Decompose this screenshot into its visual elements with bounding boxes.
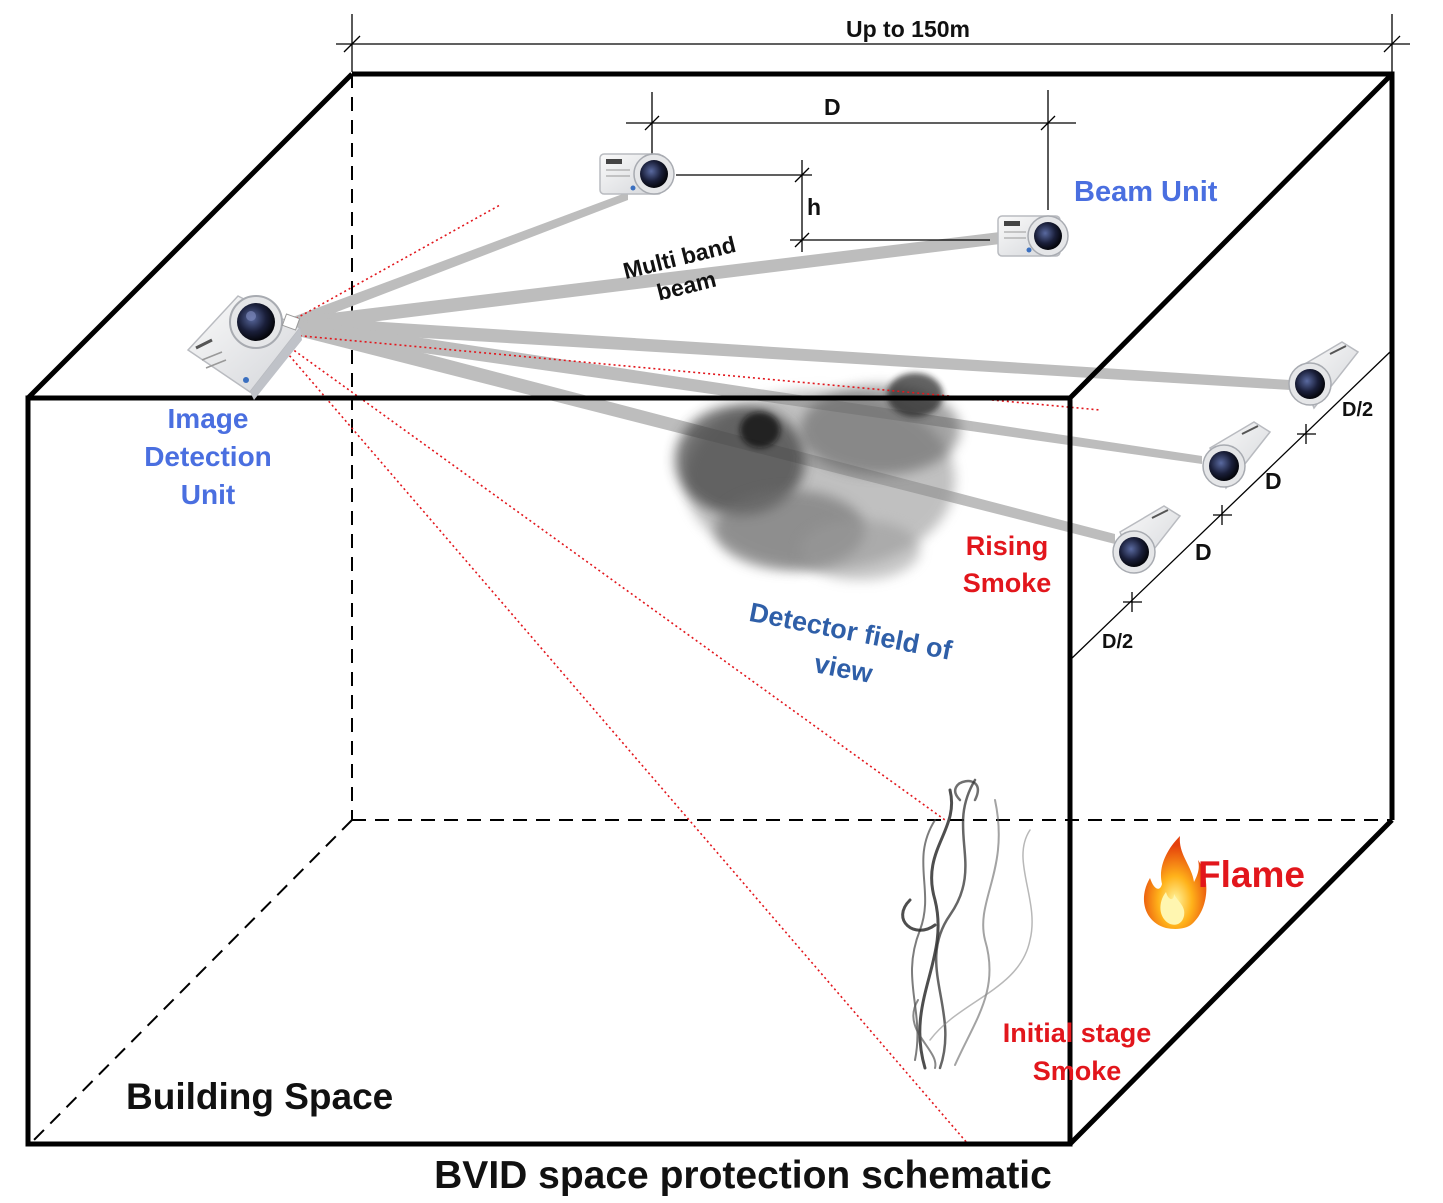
side-d-half-top-label: D/2 bbox=[1342, 399, 1374, 421]
beam-unit-side-3-icon bbox=[1112, 505, 1182, 574]
hidden-edges bbox=[27, 74, 1392, 1147]
beam-unit-top-left-icon bbox=[599, 153, 675, 195]
beam-unit-label: Beam Unit bbox=[1074, 176, 1218, 208]
side-d-1-label: D bbox=[1265, 468, 1282, 494]
initial-stage-smoke-label: Initial stage Smoke bbox=[982, 1014, 1172, 1090]
flame-icon bbox=[1143, 836, 1207, 929]
field-of-view-lines bbox=[269, 204, 1101, 1145]
beam-unit-side-2-icon bbox=[1202, 421, 1272, 490]
rising-smoke-icon bbox=[675, 373, 960, 580]
height-h-label: h bbox=[807, 194, 822, 220]
initial-smoke-icon bbox=[901, 778, 1033, 1070]
spacing-d-top-label: D bbox=[824, 94, 841, 120]
side-d-2-label: D bbox=[1195, 539, 1212, 565]
flame-label: Flame bbox=[1198, 854, 1305, 895]
image-detection-unit-label: Image Detection Unit bbox=[120, 400, 296, 514]
side-d-half-bottom-label: D/2 bbox=[1102, 631, 1134, 653]
initial-smoke-line-2: Smoke bbox=[1032, 1056, 1122, 1086]
dimension-lines bbox=[336, 14, 1410, 661]
box-edges bbox=[25, 71, 1395, 1147]
building-space-label: Building Space bbox=[126, 1076, 394, 1117]
image-detection-line-1: Image bbox=[167, 403, 249, 434]
page-title: BVID space protection schematic bbox=[434, 1154, 1052, 1197]
beam-unit-side-1-icon bbox=[1288, 341, 1360, 410]
image-detection-unit-icon bbox=[186, 295, 302, 400]
rising-smoke-line-2: Smoke bbox=[962, 568, 1052, 598]
width-dimension-label: Up to 150m bbox=[846, 16, 970, 42]
rising-smoke-line-1: Rising bbox=[965, 531, 1049, 561]
initial-smoke-line-1: Initial stage bbox=[1002, 1018, 1152, 1048]
rising-smoke-label: Rising Smoke bbox=[944, 528, 1070, 602]
image-detection-line-3: Unit bbox=[180, 479, 236, 510]
image-detection-line-2: Detection bbox=[144, 441, 272, 472]
beam-unit-top-right-icon bbox=[997, 215, 1069, 257]
